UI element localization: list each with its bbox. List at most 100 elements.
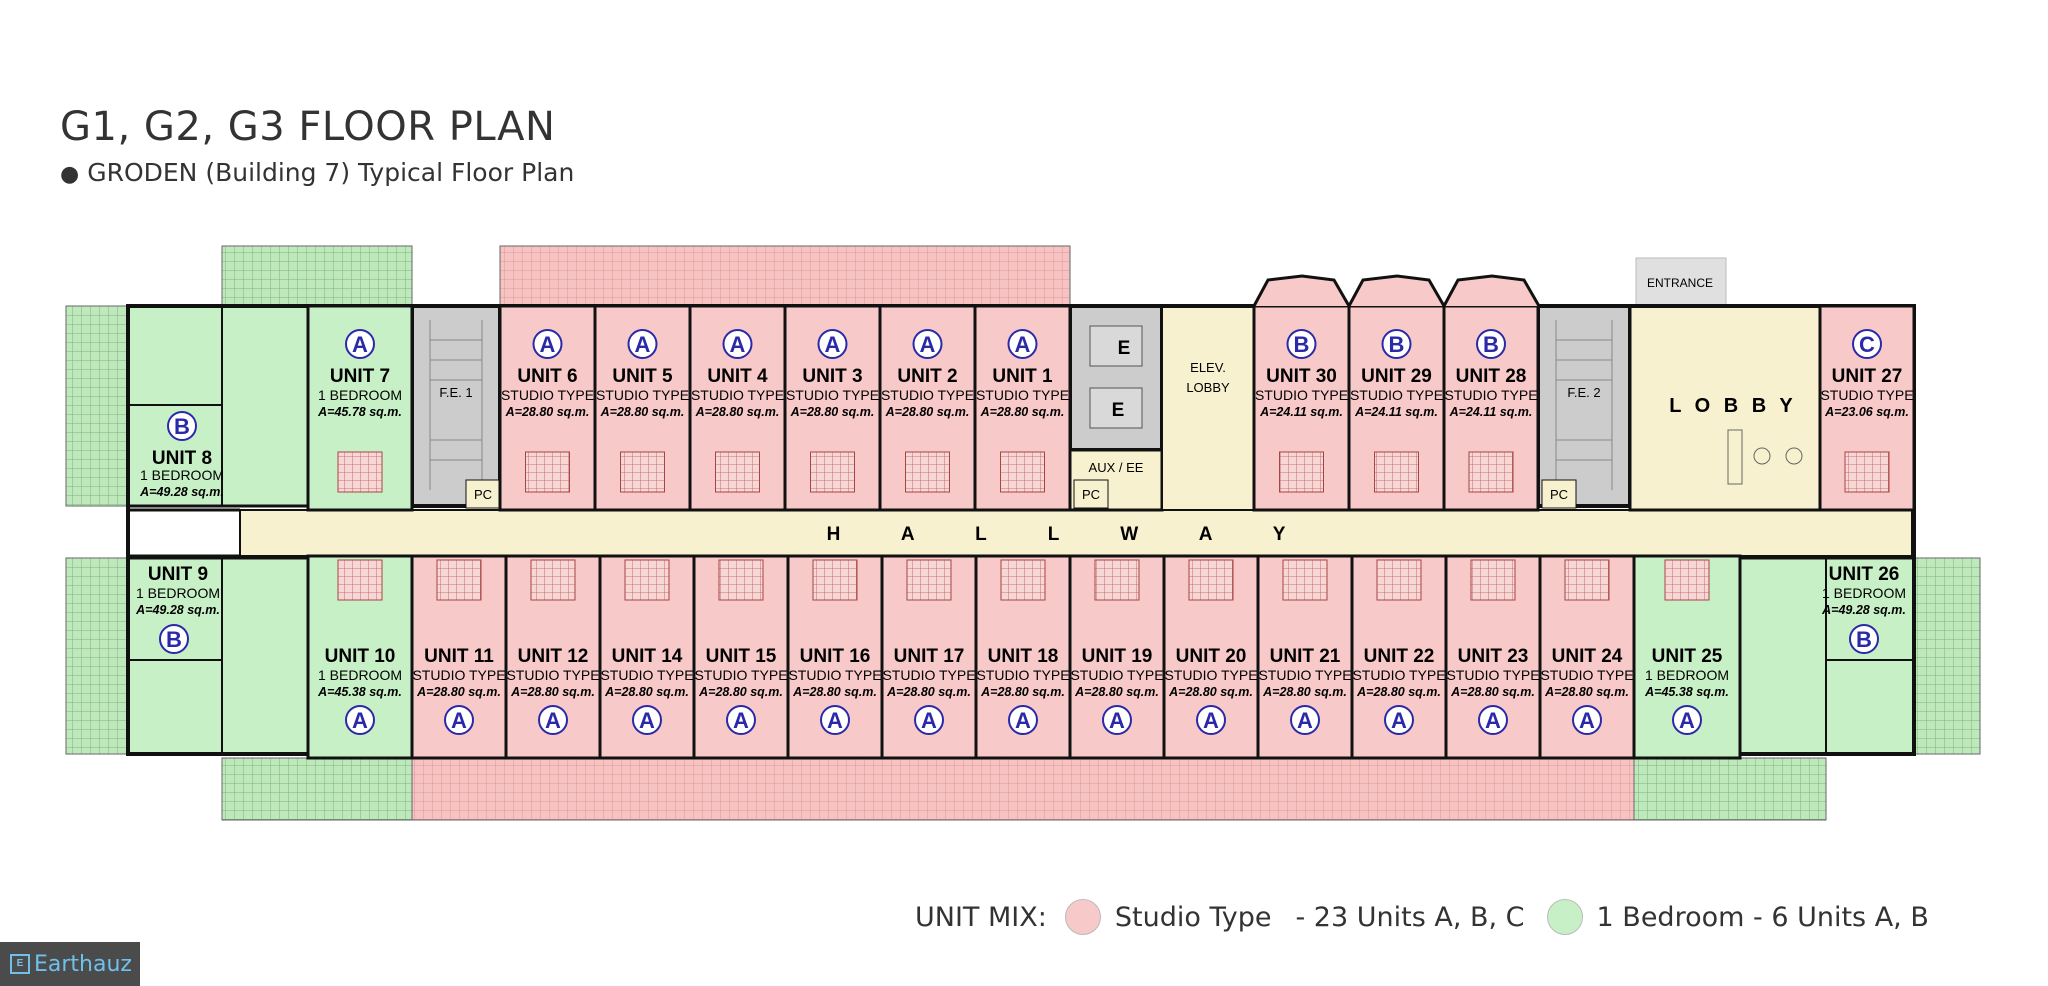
unit-letter: A bbox=[352, 708, 368, 733]
lobby-seat-2 bbox=[1785, 447, 1803, 465]
unit-letter-badge bbox=[1476, 329, 1506, 359]
lobby-counter bbox=[1727, 429, 1743, 485]
unit-letter-badge bbox=[1381, 329, 1412, 359]
unit-area: A=28.80 sq.m. bbox=[695, 405, 780, 419]
unit-letter: B bbox=[1389, 332, 1405, 357]
unit-letter-badge bbox=[726, 705, 756, 735]
legend-bedroom-label: 1 Bedroom - 6 Units A, B bbox=[1596, 901, 1929, 933]
unit-type: STUDIO TYPE bbox=[1446, 667, 1539, 683]
balcony-left-top bbox=[65, 305, 129, 507]
balcony-bottom-left bbox=[221, 757, 413, 821]
unit-letter: A bbox=[1391, 708, 1407, 733]
unit-area: A=28.80 sq.m. bbox=[604, 685, 689, 699]
unit-letter: A bbox=[1579, 708, 1595, 733]
bathroom bbox=[1664, 559, 1710, 601]
bathroom bbox=[1374, 451, 1419, 493]
bathroom bbox=[1000, 451, 1045, 493]
svg-text:UNIT 26: UNIT 26 bbox=[1829, 564, 1900, 585]
bay-window bbox=[1252, 274, 1351, 307]
unit-letter: A bbox=[1203, 708, 1219, 733]
bathroom bbox=[624, 559, 670, 601]
entrance-label: ENTRANCE bbox=[1647, 276, 1713, 290]
pc-label-2: PC bbox=[1082, 487, 1100, 502]
unit-letter-badge bbox=[538, 705, 568, 735]
bedroom-swatch bbox=[1546, 899, 1583, 935]
page-title: G1, G2, G3 FLOOR PLAN bbox=[60, 104, 556, 150]
fire-exit-2-label: F.E. 2 bbox=[1567, 385, 1600, 400]
unit-name: UNIT 10 bbox=[325, 646, 396, 667]
fire-exit-1-label: F.E. 1 bbox=[439, 385, 472, 400]
bathroom bbox=[337, 559, 383, 601]
unit-letter-badge bbox=[1008, 705, 1038, 735]
unit-type: STUDIO TYPE bbox=[1444, 387, 1537, 403]
bullet-icon: ● bbox=[60, 162, 80, 187]
unit-name: UNIT 1 bbox=[992, 366, 1053, 387]
fire-exit-1-stair bbox=[410, 304, 502, 508]
unit-type: STUDIO TYPE bbox=[412, 667, 505, 683]
unit-area: A=28.80 sq.m. bbox=[1356, 685, 1441, 699]
unit-area: A=24.11 sq.m. bbox=[1259, 405, 1343, 419]
svg-text:UNIT 8: UNIT 8 bbox=[152, 448, 212, 469]
aux-label: AUX / EE bbox=[1089, 460, 1144, 475]
unit-name: UNIT 29 bbox=[1361, 366, 1432, 387]
unit-name: UNIT 19 bbox=[1082, 646, 1153, 667]
unit-name: UNIT 7 bbox=[330, 366, 390, 387]
unit-type: STUDIO TYPE bbox=[1820, 387, 1913, 403]
unit-area: A=28.80 sq.m. bbox=[792, 685, 877, 699]
unit-name: UNIT 20 bbox=[1176, 646, 1247, 667]
unit-type: STUDIO TYPE bbox=[786, 387, 879, 403]
unit-letter-badge bbox=[1196, 705, 1226, 735]
unit-name: UNIT 6 bbox=[517, 366, 577, 387]
unit-type: STUDIO TYPE bbox=[1070, 667, 1163, 683]
bathroom bbox=[1468, 451, 1514, 493]
unit-name: UNIT 11 bbox=[424, 646, 494, 667]
bathroom bbox=[525, 451, 570, 493]
unit-type: STUDIO TYPE bbox=[976, 387, 1069, 403]
unit-letter-badge bbox=[1286, 329, 1317, 359]
unit-letter-badge bbox=[817, 329, 848, 359]
unit-type: STUDIO TYPE bbox=[1352, 667, 1445, 683]
bathroom bbox=[1470, 559, 1516, 601]
unit-letter-badge bbox=[632, 705, 662, 735]
elevator-lobby bbox=[1161, 305, 1255, 511]
unit-letter-badge bbox=[1290, 705, 1320, 735]
unit-name: UNIT 4 bbox=[707, 366, 768, 387]
unit-9-room bbox=[126, 556, 310, 756]
unit-type: STUDIO TYPE bbox=[1255, 387, 1348, 403]
unit-26-label: UNIT 26 1 BEDROOM A=49.28 sq.m. B bbox=[1821, 564, 1906, 654]
elevator-lobby-label-2: LOBBY bbox=[1186, 380, 1230, 395]
unit-type: STUDIO TYPE bbox=[596, 387, 689, 403]
floor-plan: H A L L W A Y F.E. 1 bbox=[65, 245, 1981, 821]
svg-text:B: B bbox=[166, 627, 182, 652]
unit-letter-badge bbox=[1572, 705, 1602, 735]
svg-text:A=49.28 sq.m.: A=49.28 sq.m. bbox=[135, 603, 220, 617]
legend-studio-label: Studio Type bbox=[1114, 901, 1272, 933]
logo-mark-icon: E bbox=[10, 954, 30, 974]
unit-area: A=28.80 sq.m. bbox=[1168, 685, 1253, 699]
unit-name: UNIT 15 bbox=[706, 646, 777, 667]
unit-letter: A bbox=[639, 708, 655, 733]
unit-type: 1 BEDROOM bbox=[318, 387, 402, 403]
unit-letter-badge bbox=[1384, 705, 1414, 735]
unit-area: A=28.80 sq.m. bbox=[505, 405, 590, 419]
bathroom bbox=[337, 451, 383, 493]
unit-letter: A bbox=[825, 332, 841, 357]
bathroom bbox=[718, 559, 764, 601]
unit-letter: A bbox=[1679, 708, 1695, 733]
unit-letter: C bbox=[1859, 332, 1875, 357]
unit-area: A=28.80 sq.m. bbox=[980, 405, 1065, 419]
unit-type: STUDIO TYPE bbox=[694, 667, 787, 683]
unit-name: UNIT 5 bbox=[612, 366, 673, 387]
unit-area: A=28.80 sq.m. bbox=[980, 685, 1065, 699]
unit-area: A=24.11 sq.m. bbox=[1354, 405, 1438, 419]
unit-name: UNIT 18 bbox=[988, 646, 1059, 667]
